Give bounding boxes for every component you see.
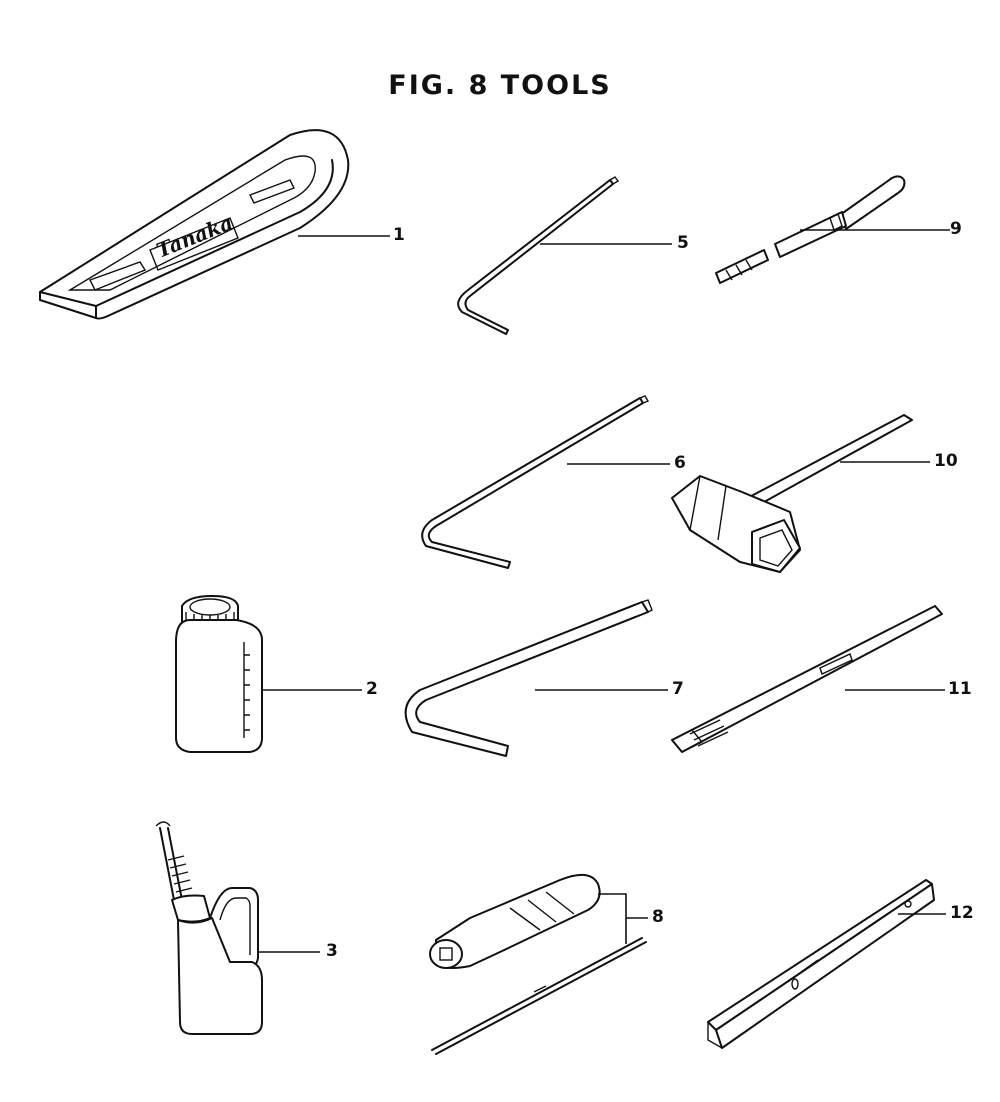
callout-5: 5 [677,233,689,253]
hex-wrench-large-illustration [404,599,653,757]
callout-6: 6 [674,453,686,473]
callout-8: 8 [652,907,664,927]
screwdriver-illustration [715,175,906,284]
chain-tensioner-illustration [707,879,935,1049]
hex-wrench-medium-illustration [421,395,650,569]
callout-10: 10 [934,451,958,471]
oil-bottle-illustration [175,595,263,753]
file-illustration [670,605,943,753]
hex-wrench-small-illustration [457,176,620,335]
screwdriver-set-illustration [429,873,647,1055]
guide-bar-cover-illustration: Tanaka [39,129,350,320]
combination-spanner-illustration [671,414,913,573]
callout-2: 2 [366,679,378,699]
oil-can-illustration [155,821,263,1035]
figure-title: FIG. 8 TOOLS [388,70,612,101]
callout-11: 11 [948,679,972,699]
callout-1: 1 [393,225,405,245]
callout-9: 9 [950,219,962,239]
callout-3: 3 [326,941,338,961]
callout-7: 7 [672,679,684,699]
callout-12: 12 [950,903,974,923]
